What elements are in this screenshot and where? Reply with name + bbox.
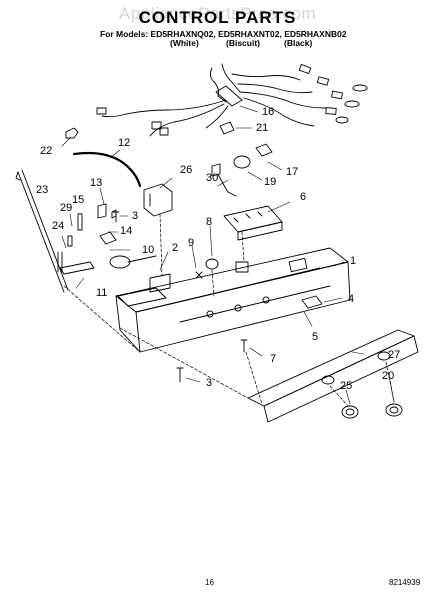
callout-3b: 3: [206, 377, 212, 389]
callout-7: 7: [270, 353, 276, 365]
wire-connector-part: [211, 163, 237, 197]
finish-white: (White): [170, 38, 199, 48]
clip-part: [65, 127, 79, 139]
callout-27: 25: [340, 380, 352, 392]
callout-24: 24: [52, 220, 64, 232]
callout-1: 1: [350, 255, 356, 267]
page-number: 16: [205, 578, 214, 587]
control-housing-top: [115, 247, 349, 313]
bracket-part: [97, 203, 107, 219]
callout-11: 10: [142, 244, 154, 256]
tube-part: [72, 151, 142, 188]
callout-22: 22: [40, 145, 52, 157]
actuator-part: [109, 255, 131, 269]
callout-21: 21: [256, 122, 268, 134]
callout-labels: 16 21 22 12 26 17 19 30 23 13 15 29 24 3…: [36, 106, 400, 392]
callout-26: 20: [382, 370, 394, 382]
models-line: For Models: ED5RHAXNQ02, ED5RHAXNT02, ED…: [100, 29, 347, 39]
callout-19: 19: [264, 176, 276, 188]
callout-20: 16: [262, 106, 274, 118]
link-part: [59, 261, 95, 275]
document-number: 8214939: [389, 578, 421, 587]
callout-29: 29: [60, 202, 72, 214]
clip-4: [301, 295, 323, 309]
knob-part: [205, 258, 219, 270]
callout-23: 23: [36, 184, 48, 196]
wiring-harness: [96, 63, 368, 137]
callout-8: 8: [206, 216, 212, 228]
callout-6: 6: [300, 191, 306, 203]
callout-16: 15: [72, 194, 84, 206]
diagram-title: CONTROL PARTS: [138, 8, 297, 27]
callout-14: 13: [90, 177, 102, 189]
control-panel-front: [263, 335, 419, 423]
finish-black: (Black): [284, 38, 313, 48]
callout-9: 26: [180, 164, 192, 176]
callout-30: 30: [206, 172, 218, 184]
callout-15: 11: [96, 287, 107, 299]
knob-26: [385, 403, 403, 417]
callout-2: 2: [172, 242, 178, 254]
callout-17: 17: [286, 166, 298, 178]
control-panel-top: [247, 329, 415, 407]
finish-biscuit: (Biscuit): [226, 38, 260, 48]
lamp-socket: [255, 143, 273, 157]
connector-part: [219, 121, 235, 135]
callout-12: 14: [120, 225, 132, 237]
rod-part: [17, 169, 69, 293]
callout-13: 12: [118, 137, 130, 149]
switch-part: [143, 183, 173, 217]
callout-10: 9: [188, 237, 194, 249]
knob-27: [341, 405, 359, 419]
callout-3a: 3: [132, 210, 138, 222]
callout-25: 27: [388, 349, 400, 361]
callout-4: 4: [348, 293, 354, 305]
callout-5: 5: [312, 331, 318, 343]
watermark: AppliancePartsPros.com: [118, 4, 317, 23]
lamp-bulb: [233, 155, 251, 169]
